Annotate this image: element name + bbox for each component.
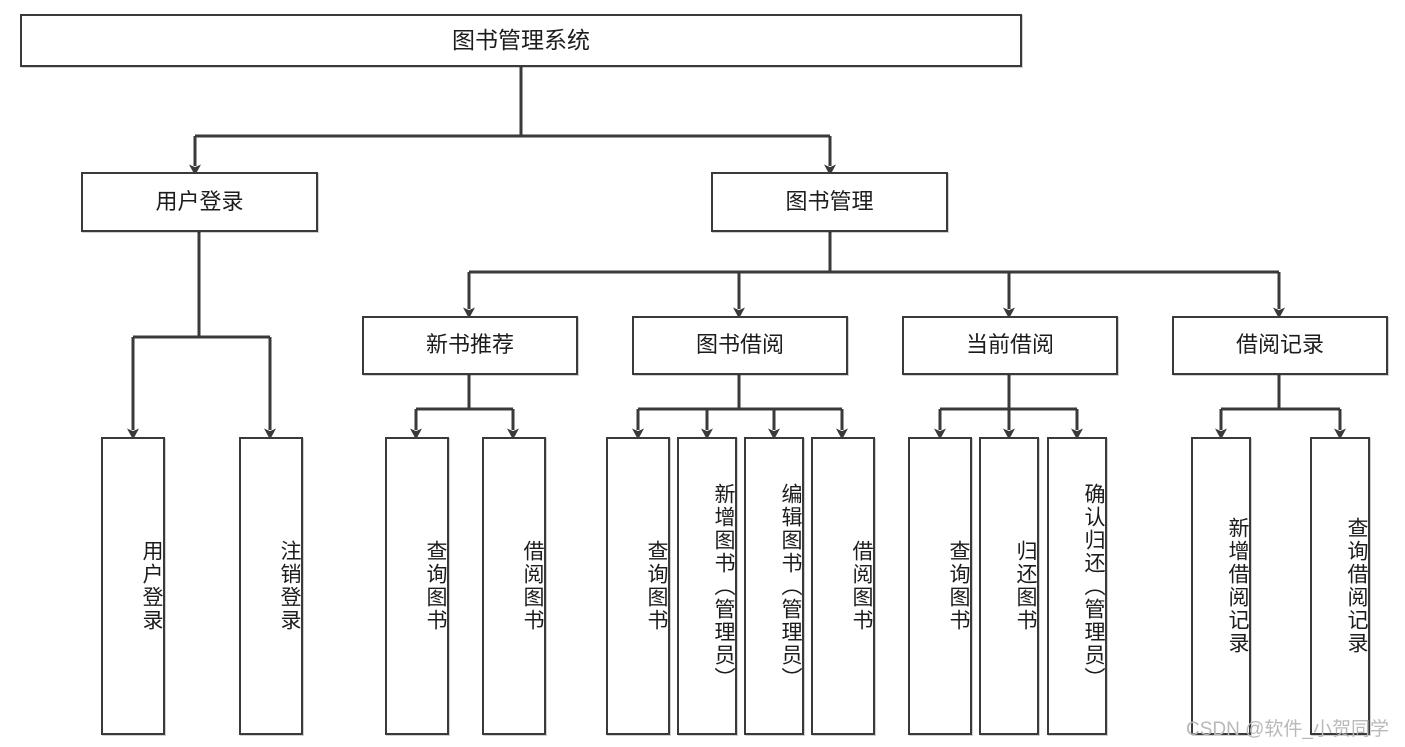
leaf-borrow-query-book[interactable]: 查询图书 [606,437,670,735]
leaf-user-login-logout[interactable]: 注销登录 [239,437,303,735]
leaf-borrow-query-book-label: 查询图书 [645,540,668,632]
node-user-login[interactable]: 用户登录 [81,172,318,232]
node-book-borrow[interactable]: 图书借阅 [632,316,848,375]
leaf-records-add-record-label: 新增借阅记录 [1226,517,1249,655]
leaf-borrow-add-book[interactable]: 新增图书（管理员） [677,437,737,735]
node-root-system-label: 图书管理系统 [452,26,590,53]
leaf-user-login-logout-label: 注销登录 [278,540,301,632]
leaf-borrow-borrow-book-label: 借阅图书 [850,540,873,632]
leaf-records-add-record[interactable]: 新增借阅记录 [1191,437,1251,735]
node-current-borrow-label: 当前借阅 [965,332,1054,358]
leaf-borrow-edit-book[interactable]: 编辑图书（管理员） [744,437,804,735]
leaf-borrow-borrow-book[interactable]: 借阅图书 [811,437,875,735]
node-book-management-label: 图书管理 [785,188,874,214]
leaf-user-login-login-label: 用户登录 [140,540,163,632]
leaf-new-book-query-label: 查询图书 [424,540,447,632]
node-book-management[interactable]: 图书管理 [711,172,948,232]
watermark: CSDN @软件_小贺同学 [1186,719,1389,740]
node-root-system[interactable]: 图书管理系统 [20,14,1022,67]
leaf-current-return-book[interactable]: 归还图书 [979,437,1039,735]
leaf-records-query-record-label: 查询借阅记录 [1345,517,1368,655]
leaf-borrow-edit-book-label: 编辑图书（管理员） [779,482,802,690]
leaf-current-confirm-return-label: 确认归还（管理员） [1082,482,1105,690]
leaf-current-query-book[interactable]: 查询图书 [908,437,972,735]
leaf-current-query-book-label: 查询图书 [947,540,970,632]
leaf-borrow-add-book-label: 新增图书（管理员） [712,482,735,690]
leaf-current-confirm-return[interactable]: 确认归还（管理员） [1047,437,1107,735]
leaf-new-book-borrow[interactable]: 借阅图书 [482,437,546,735]
node-new-book-recommend[interactable]: 新书推荐 [362,316,578,375]
leaf-new-book-query[interactable]: 查询图书 [385,437,449,735]
node-borrow-records-label: 借阅记录 [1235,332,1324,358]
node-new-book-recommend-label: 新书推荐 [425,332,514,358]
leaf-records-query-record[interactable]: 查询借阅记录 [1310,437,1370,735]
node-borrow-records[interactable]: 借阅记录 [1172,316,1388,375]
node-book-borrow-label: 图书借阅 [695,332,784,358]
node-current-borrow[interactable]: 当前借阅 [902,316,1118,375]
leaf-current-return-book-label: 归还图书 [1014,540,1037,632]
leaf-user-login-login[interactable]: 用户登录 [101,437,165,735]
leaf-new-book-borrow-label: 借阅图书 [521,540,544,632]
node-user-login-label: 用户登录 [155,188,244,214]
